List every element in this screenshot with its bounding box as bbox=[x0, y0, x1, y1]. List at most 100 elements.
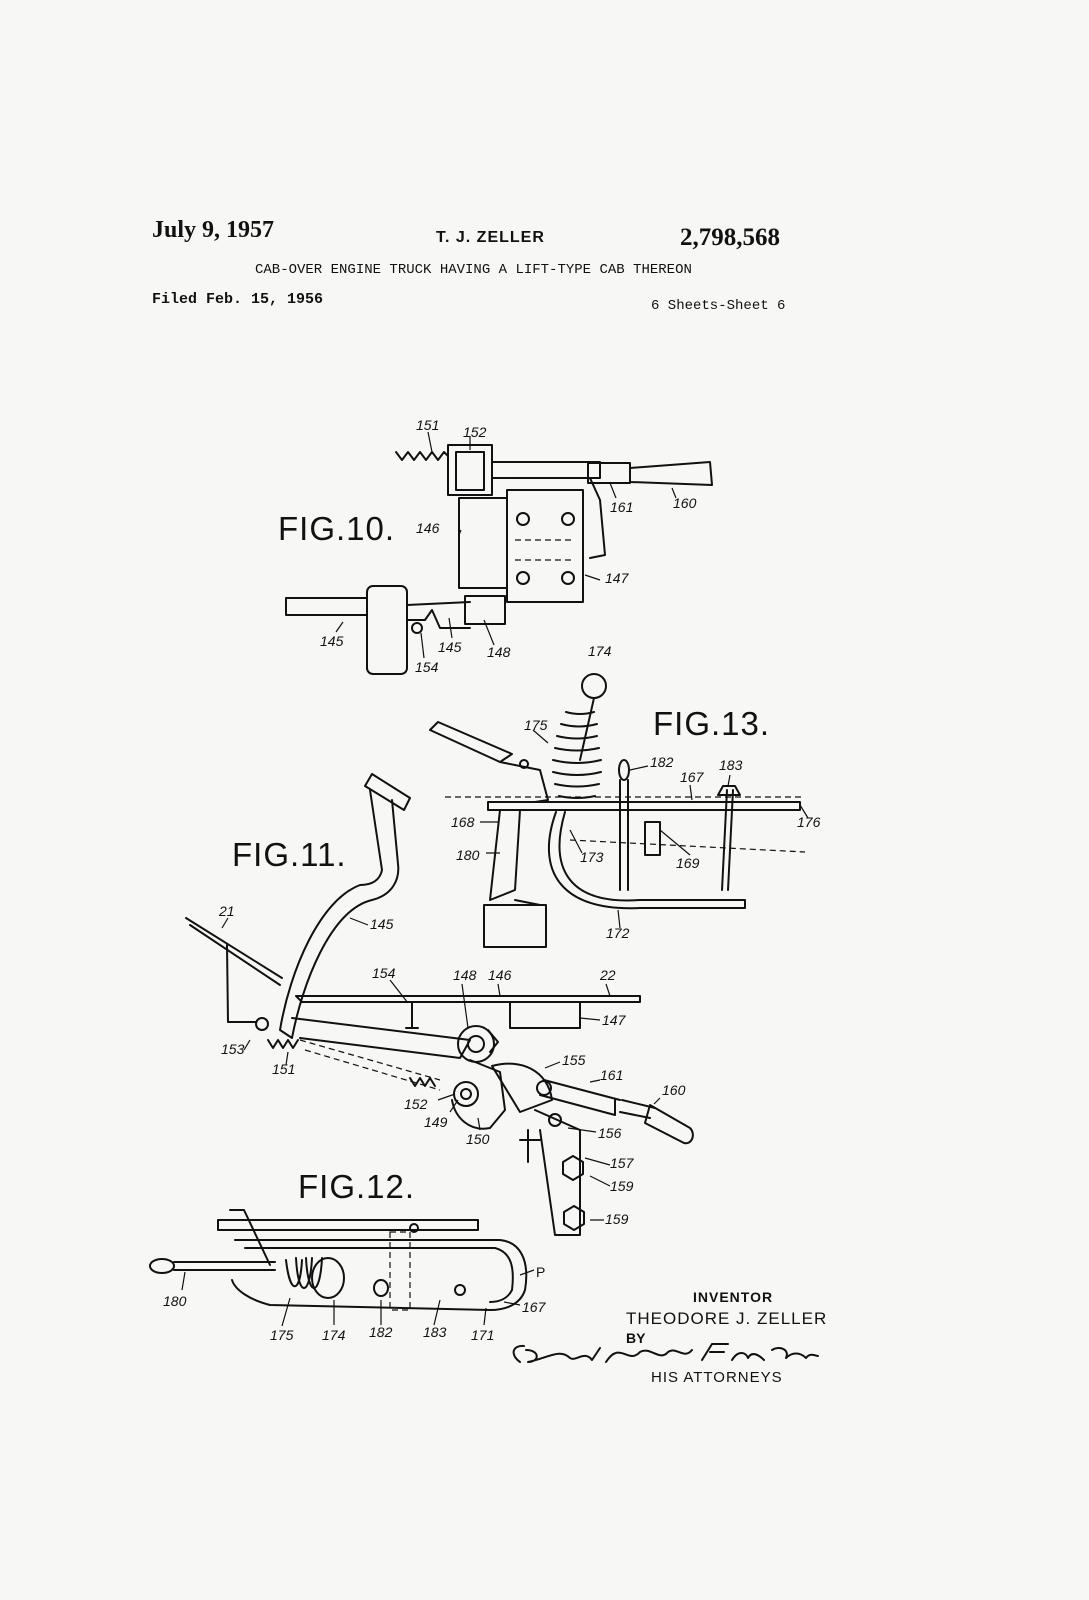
fig13-drawing bbox=[429, 673, 809, 948]
inventor-short-name: T. J. ZELLER bbox=[436, 229, 545, 246]
fig11-ref-147: 147 bbox=[602, 1012, 626, 1028]
fig11-ref-145: 145 bbox=[370, 916, 394, 932]
fig11-cable-160 bbox=[644, 1104, 694, 1145]
fig11-pin-156 bbox=[548, 1113, 562, 1127]
fig10-bracket-147 bbox=[506, 489, 584, 603]
fig10-ref-148: 148 bbox=[487, 644, 511, 660]
fig12-knob-174 bbox=[311, 1257, 345, 1299]
fig12-label: FIG.12. bbox=[298, 1168, 416, 1205]
fig11-pedal-arm-145 bbox=[279, 789, 400, 1039]
by-label: BY bbox=[626, 1330, 646, 1346]
fig13-pedal bbox=[483, 904, 547, 948]
fig13-rod-172 bbox=[547, 811, 746, 910]
fig11-ref-159a: 159 bbox=[610, 1178, 634, 1194]
fig12-plate-top bbox=[217, 1219, 479, 1231]
fig13-ref-169: 169 bbox=[676, 855, 700, 871]
fig10-ref-154: 154 bbox=[415, 659, 439, 675]
fig13-latch-169 bbox=[644, 821, 661, 856]
fig13-label: FIG.13. bbox=[653, 705, 771, 742]
fig13-boot-175 bbox=[552, 711, 602, 799]
fig11-ref-157: 157 bbox=[610, 1155, 634, 1171]
fig10-ref-160: 160 bbox=[673, 495, 697, 511]
inventor-label: INVENTOR bbox=[693, 1289, 774, 1305]
fig13-ref-167: 167 bbox=[680, 769, 704, 785]
fig11-spring-151 bbox=[267, 1039, 299, 1049]
fig12-ref-175: 175 bbox=[270, 1327, 294, 1343]
fig13-ref-183: 183 bbox=[719, 757, 743, 773]
fig12-handle-180 bbox=[149, 1258, 175, 1274]
fig11-ref-146: 146 bbox=[488, 967, 512, 983]
fig11-pedal-pad bbox=[364, 773, 411, 811]
filing-date: Filed Feb. 15, 1956 bbox=[152, 291, 324, 308]
fig11-ref-152: 152 bbox=[404, 1096, 428, 1112]
fig12-ref-167: 167 bbox=[522, 1299, 546, 1315]
patent-date: July 9, 1957 bbox=[152, 217, 275, 243]
fig11-label: FIG.11. bbox=[232, 836, 347, 873]
fig13-knob-182 bbox=[618, 759, 630, 781]
fig13-plate-167 bbox=[487, 801, 801, 811]
patent-title: CAB-OVER ENGINE TRUCK HAVING A LIFT-TYPE… bbox=[255, 262, 692, 278]
patent-number: 2,798,568 bbox=[680, 224, 780, 251]
fig12-ref-182: 182 bbox=[369, 1324, 393, 1340]
fig11-ref-156: 156 bbox=[598, 1125, 622, 1141]
fig11-ref-149: 149 bbox=[424, 1114, 448, 1130]
fig13-ref-174: 174 bbox=[588, 643, 612, 659]
fig11-floor-21 bbox=[185, 917, 283, 986]
fig12-ref-171: 171 bbox=[471, 1327, 495, 1343]
sheet-count: 6 Sheets-Sheet 6 bbox=[651, 298, 786, 314]
fig11-bracket-147 bbox=[509, 1001, 581, 1029]
fig10-plate-146 bbox=[458, 497, 508, 589]
fig10-cable-160 bbox=[629, 461, 713, 486]
fig10-pivot-148 bbox=[464, 595, 506, 625]
fig12-ref-183: 183 bbox=[423, 1324, 447, 1340]
fig10-ref-146: 146 bbox=[416, 520, 440, 536]
fig13-knob-174 bbox=[581, 673, 607, 699]
fig10-ref-152: 152 bbox=[463, 424, 487, 440]
fig13-lever bbox=[429, 721, 513, 763]
fig12-drawing bbox=[149, 1209, 535, 1327]
fig11-ref-160: 160 bbox=[662, 1082, 686, 1098]
fig11-ref-151: 151 bbox=[272, 1061, 296, 1077]
fig11-floor-22 bbox=[295, 995, 641, 1003]
fig13-ref-175: 175 bbox=[524, 717, 548, 733]
attorneys-label: HIS ATTORNEYS bbox=[651, 1369, 783, 1386]
fig11-bolt-159b bbox=[563, 1205, 585, 1231]
fig13-ref-182: 182 bbox=[650, 754, 674, 770]
fig10-ref-161: 161 bbox=[610, 499, 634, 515]
fig10-ref-151: 151 bbox=[416, 417, 440, 433]
fig12-knob-182 bbox=[373, 1279, 389, 1297]
fig12-plate-167 bbox=[231, 1239, 528, 1311]
fig10-pedal-pad bbox=[366, 585, 408, 675]
fig12-ref-P: P bbox=[536, 1264, 546, 1280]
fig13-ref-172: 172 bbox=[606, 925, 630, 941]
fig13-ref-180: 180 bbox=[456, 847, 480, 863]
fig13-arm-180 bbox=[489, 809, 521, 901]
fig10-ref-147: 147 bbox=[605, 570, 629, 586]
fig13-knob-183 bbox=[717, 785, 741, 796]
fig11-cylinder-161 bbox=[539, 1079, 621, 1116]
fig10-ref-145a: 145 bbox=[320, 633, 344, 649]
fig13-ref-173: 173 bbox=[580, 849, 604, 865]
fig11-ref-159b: 159 bbox=[605, 1211, 629, 1227]
fig11-drawing bbox=[185, 773, 694, 1236]
fig13-ref-168: 168 bbox=[451, 814, 475, 830]
fig10-drawing bbox=[285, 431, 713, 675]
fig11-spring-152 bbox=[409, 1077, 436, 1087]
fig10-rod bbox=[491, 461, 601, 479]
fig10-label: FIG.10. bbox=[278, 510, 396, 547]
fig11-ref-155: 155 bbox=[562, 1052, 586, 1068]
fig12-ref-180: 180 bbox=[163, 1293, 187, 1309]
fig13-ref-176: 176 bbox=[797, 814, 821, 830]
fig11-bolt-159a bbox=[562, 1155, 584, 1181]
fig10-spring-151 bbox=[395, 451, 449, 461]
fig11-bracket-157 bbox=[534, 1109, 581, 1236]
fig11-ref-148: 148 bbox=[453, 967, 477, 983]
fig11-ref-21: 21 bbox=[219, 903, 235, 919]
fig11-ref-154: 154 bbox=[372, 965, 396, 981]
fig10-ref-145b: 145 bbox=[438, 639, 462, 655]
fig11-ref-161: 161 bbox=[600, 1067, 624, 1083]
fig12-hole-183 bbox=[454, 1284, 466, 1296]
fig11-cam-155 bbox=[491, 1062, 553, 1113]
